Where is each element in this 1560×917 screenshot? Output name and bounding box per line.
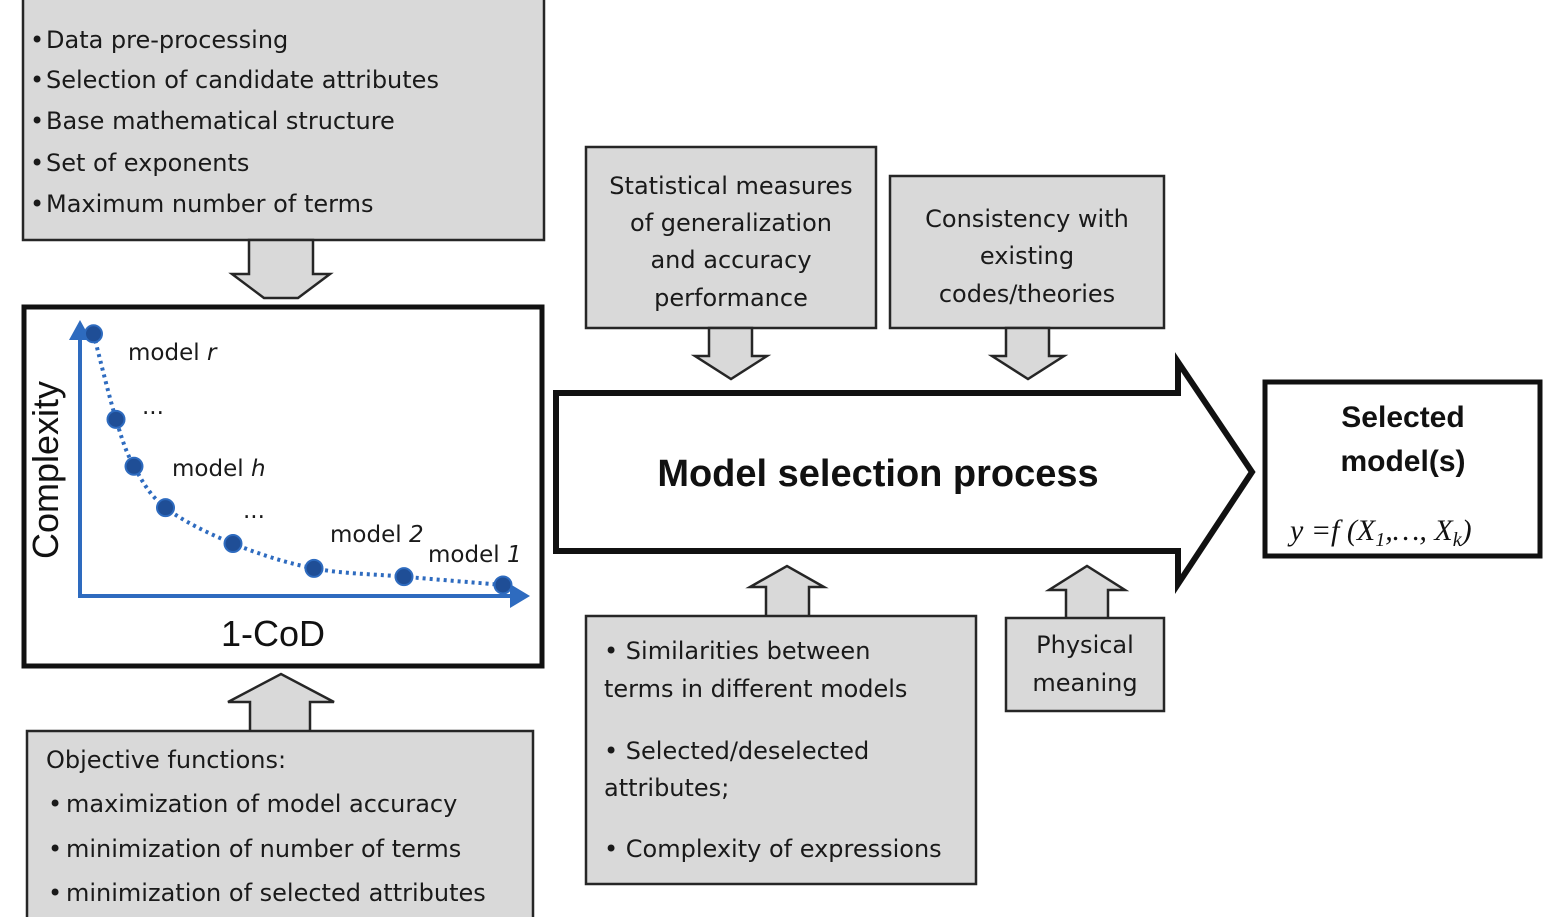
down-arrow-icon: [987, 326, 1069, 381]
process-arrow-shape: [553, 352, 1256, 594]
physical-box-frame: [1004, 616, 1166, 713]
pareto-point: [493, 575, 513, 595]
ellipsis-label: ...: [142, 394, 164, 420]
inputs-bullet: •: [30, 149, 44, 177]
similarities-line: • Similarities between: [604, 637, 870, 665]
point-label-model-h: model h: [172, 456, 266, 482]
stats-line: of generalization: [630, 209, 832, 237]
stats-box: Statistical measures of generalization a…: [584, 145, 878, 330]
physical-meaning-box: Physical meaning: [1004, 616, 1166, 713]
objectives-box-frame: [25, 729, 535, 917]
objectives-box: Objective functions: • maximization of m…: [25, 729, 535, 917]
pareto-point: [106, 409, 126, 429]
consistency-box: Consistency with existing codes/theories: [888, 174, 1166, 330]
model-formula: y =f (X1,…, Xk): [1287, 514, 1472, 551]
similarities-line: • Selected/deselected: [604, 737, 869, 765]
similarities-box: • Similarities between terms in differen…: [584, 614, 978, 886]
physical-line: Physical: [1036, 631, 1134, 659]
similarities-line: attributes;: [604, 774, 729, 802]
inputs-item: Maximum number of terms: [46, 190, 373, 218]
objectives-bullet: •: [48, 835, 62, 863]
pareto-point: [394, 567, 414, 587]
consistency-line: existing: [980, 242, 1074, 270]
inputs-item: Set of exponents: [46, 149, 249, 177]
inputs-box: • Data pre-processing • Selection of can…: [21, 0, 546, 242]
consistency-box-frame: [888, 174, 1166, 330]
up-arrow-icon: [1044, 564, 1130, 621]
inputs-bullet: •: [30, 107, 44, 135]
consistency-line: Consistency with: [925, 205, 1129, 233]
point-label-model-r: model r: [128, 340, 218, 366]
objectives-item: minimization of selected attributes: [66, 879, 486, 907]
inputs-item: Base mathematical structure: [46, 107, 395, 135]
pareto-point: [304, 558, 324, 578]
objectives-bullet: •: [48, 879, 62, 907]
selected-line: Selected: [1341, 401, 1464, 434]
objectives-item: maximization of model accuracy: [66, 790, 457, 818]
selected-model-box: Selected model(s) y =f (X1,…, Xk): [1262, 379, 1543, 559]
stats-box-frame: [584, 145, 878, 330]
y-axis-label: Complexity: [25, 381, 66, 559]
up-arrow-icon: [745, 564, 829, 619]
physical-line: meaning: [1032, 669, 1137, 697]
down-arrow-icon: [690, 326, 772, 381]
point-label-model-2: model 2: [330, 522, 424, 548]
inputs-box-frame: [21, 0, 546, 242]
pareto-point: [156, 498, 175, 518]
pareto-point: [124, 456, 144, 476]
similarities-line: • Complexity of expressions: [604, 835, 942, 863]
inputs-item: Data pre-processing: [46, 26, 288, 54]
x-axis-label: 1-CoD: [221, 613, 325, 654]
objectives-heading: Objective functions:: [46, 746, 286, 774]
selected-line: model(s): [1340, 445, 1465, 478]
ellipsis-label: ...: [243, 498, 265, 524]
pareto-point: [84, 324, 103, 344]
model-selection-process-arrow: Model selection process: [553, 352, 1256, 594]
inputs-bullet: •: [30, 190, 44, 218]
x-axis-arrow-icon: [510, 584, 530, 608]
pareto-point: [223, 534, 243, 554]
up-arrow-icon: [227, 672, 335, 734]
pareto-plot-frame: [21, 304, 545, 669]
stats-line: performance: [654, 284, 808, 312]
similarities-box-frame: [584, 614, 978, 886]
inputs-item: Selection of candidate attributes: [46, 66, 439, 94]
inputs-bullet: •: [30, 66, 44, 94]
stats-line: and accuracy: [650, 246, 811, 274]
consistency-line: codes/theories: [939, 280, 1115, 308]
objectives-item: minimization of number of terms: [66, 835, 461, 863]
selected-model-frame: [1262, 379, 1543, 559]
point-label-model-1: model 1: [428, 542, 522, 568]
inputs-bullet: •: [30, 26, 44, 54]
pareto-plot-box: Complexity 1-CoD model r ... model h ...…: [21, 304, 545, 669]
objectives-bullet: •: [48, 790, 62, 818]
stats-line: Statistical measures: [609, 172, 852, 200]
inputs-list: • Data pre-processing • Selection of can…: [30, 26, 439, 218]
down-arrow-icon: [228, 238, 334, 300]
pareto-marks: [84, 324, 513, 595]
similarities-line: terms in different models: [604, 675, 907, 703]
process-label: Model selection process: [657, 453, 1098, 495]
